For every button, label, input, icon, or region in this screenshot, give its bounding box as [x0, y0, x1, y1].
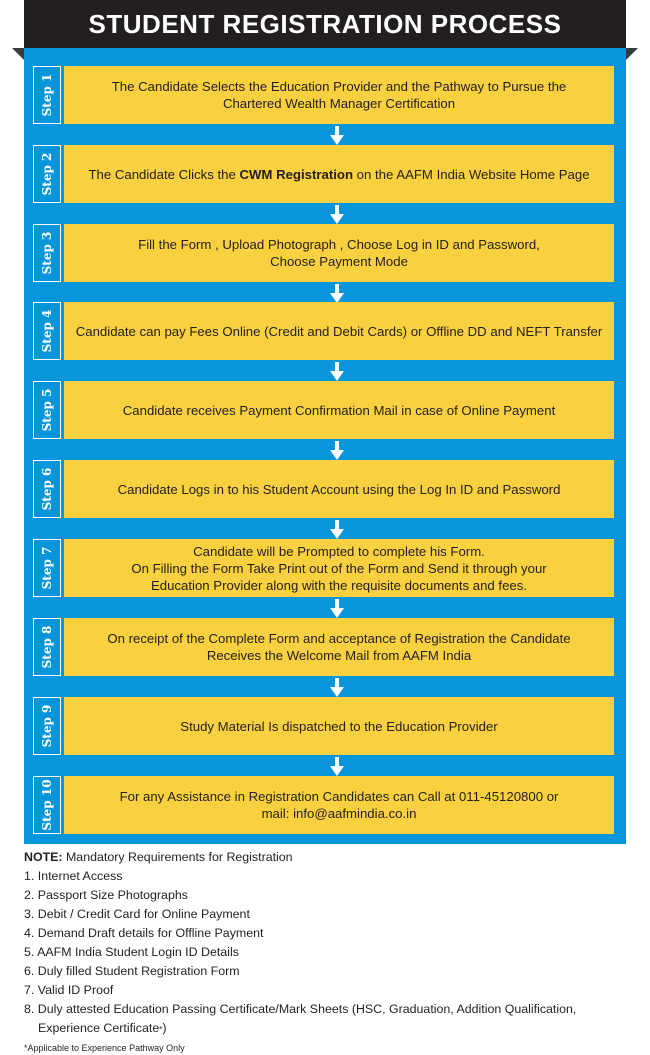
step-tab: Step 9	[33, 697, 61, 755]
flow-arrow-icon	[330, 450, 344, 460]
page-title: STUDENT REGISTRATION PROCESS	[24, 0, 626, 48]
step-text-line: Study Material Is dispatched to the Educ…	[180, 718, 498, 734]
step-text-line: Fill the Form , Upload Photograph , Choo…	[138, 237, 540, 252]
header-fold-left	[12, 48, 24, 60]
flow-arrow-icon	[330, 371, 344, 381]
requirement-close: )	[162, 1021, 167, 1035]
step-text-post: on the AAFM India Website Home Page	[353, 166, 590, 182]
step-box: The Candidate Clicks the CWM Registratio…	[64, 145, 614, 203]
step-text-line: Candidate Logs in to his Student Account…	[117, 481, 561, 497]
flow-arrow-stem	[335, 126, 339, 136]
step-text-bold: CWM Registration	[239, 166, 354, 182]
step-row: Step 3 Fill the Form , Upload Photograph …	[33, 224, 614, 282]
flow-arrow-stem	[335, 284, 339, 294]
step-row: Step 2 The Candidate Clicks the CWM Regis…	[33, 145, 614, 203]
note-label: NOTE:	[24, 850, 63, 864]
step-box: Fill the Form , Upload Photograph , Choo…	[64, 224, 614, 282]
step-box: The Candidate Selects the Education Prov…	[64, 66, 614, 124]
step-tab: Step 7	[33, 539, 61, 597]
flow-arrow-icon	[330, 608, 344, 618]
requirement-cont-text: Experience Certificate	[38, 1021, 160, 1035]
step-tab: Step 6	[33, 460, 61, 518]
requirement-item: 5. AAFM India Student Login ID Details	[24, 945, 239, 959]
flow-arrow-stem	[335, 205, 339, 215]
step-row: Step 1 The Candidate Selects the Educatio…	[33, 66, 614, 124]
step-tab: Step 4	[33, 302, 61, 360]
step-label: Step 10	[40, 779, 54, 831]
step-text-line: Chartered Wealth Manager Certification	[222, 96, 456, 111]
requirement-item: 6. Duly filled Student Registration Form	[24, 964, 240, 978]
flow-arrow-icon	[330, 687, 344, 697]
step-text-line: Candidate will be Prompted to complete h…	[193, 543, 485, 559]
flow-arrow-icon	[330, 214, 344, 224]
footnote: *Applicable to Experience Pathway Only	[24, 1043, 185, 1053]
step-text-line: Choose Payment Mode	[270, 254, 408, 269]
flow-arrow-stem	[335, 441, 339, 451]
step-row: Step 8 On receipt of the Complete Form an…	[33, 618, 614, 676]
step-text-pre: The Candidate Clicks the	[88, 166, 240, 182]
step-label: Step 5	[40, 388, 54, 432]
step-tab: Step 8	[33, 618, 61, 676]
step-text-line: Receives the Welcome Mail from AAFM Indi…	[206, 648, 472, 663]
step-text-line: The Candidate Clicks the CWM Registratio…	[88, 166, 589, 183]
step-label: Step 4	[40, 309, 54, 353]
flow-arrow-stem	[335, 362, 339, 372]
step-text-line: Education Provider along with the requis…	[150, 577, 528, 593]
step-tab: Step 2	[33, 145, 61, 203]
step-label: Step 3	[40, 231, 54, 275]
step-label: Step 7	[40, 546, 54, 590]
step-tab: Step 5	[33, 381, 61, 439]
step-row: Step 10 For any Assistance in Registratio…	[33, 776, 614, 834]
requirement-asterisk: *	[159, 1025, 163, 1034]
step-box: Candidate Logs in to his Student Account…	[64, 460, 614, 518]
header-fold-right	[626, 48, 638, 60]
flow-arrow-stem	[335, 678, 339, 688]
step-tab: Step 3	[33, 224, 61, 282]
note-text: Mandatory Requirements for Registration	[62, 850, 293, 864]
step-row: Step 9 Study Material Is dispatched to th…	[33, 697, 614, 755]
flow-arrow-stem	[335, 520, 339, 530]
step-box: Candidate receives Payment Confirmation …	[64, 381, 614, 439]
flow-arrow-stem	[335, 757, 339, 767]
step-row: Step 4 Candidate can pay Fees Online (Cre…	[33, 302, 614, 360]
requirement-item: 2. Passport Size Photographs	[24, 888, 188, 902]
step-label: Step 8	[40, 625, 54, 669]
requirement-item: 1. Internet Access	[24, 869, 123, 883]
step-box: For any Assistance in Registration Candi…	[64, 776, 614, 834]
requirement-item: 7. Valid ID Proof	[24, 983, 114, 997]
step-row: Step 6 Candidate Logs in to his Student A…	[33, 460, 614, 518]
step-box: Study Material Is dispatched to the Educ…	[64, 697, 614, 755]
requirement-item-continued: Experience Certificate*)	[24, 1019, 634, 1039]
step-box: Candidate can pay Fees Online (Credit an…	[64, 302, 614, 360]
step-text-line: On Filling the Form Take Print out of th…	[131, 560, 547, 576]
step-box: Candidate will be Prompted to complete h…	[64, 539, 614, 597]
notes-section: NOTE: Mandatory Requirements for Registr…	[24, 848, 634, 1055]
requirement-item: 3. Debit / Credit Card for Online Paymen…	[24, 907, 250, 921]
step-row: Step 5 Candidate receives Payment Confirm…	[33, 381, 614, 439]
step-label: Step 2	[40, 152, 54, 196]
step-text-line: Candidate can pay Fees Online (Credit an…	[75, 323, 603, 339]
step-box: On receipt of the Complete Form and acce…	[64, 618, 614, 676]
step-label: Step 1	[40, 73, 54, 117]
step-row: Step 7 Candidate will be Prompted to comp…	[33, 539, 614, 597]
step-text-line: The Candidate Selects the Education Prov…	[111, 79, 567, 94]
step-text-line: For any Assistance in Registration Candi…	[119, 789, 559, 804]
step-tab: Step 10	[33, 776, 61, 834]
step-tab: Step 1	[33, 66, 61, 124]
flow-arrow-icon	[330, 766, 344, 776]
requirement-item: 8. Duly attested Education Passing Certi…	[24, 1002, 577, 1016]
requirement-item: 4. Demand Draft details for Offline Paym…	[24, 926, 264, 940]
flow-arrow-icon	[330, 529, 344, 539]
step-text-line: mail: info@aafmindia.co.in	[261, 806, 417, 821]
step-label: Step 9	[40, 704, 54, 748]
flow-arrow-stem	[335, 599, 339, 609]
step-label: Step 6	[40, 467, 54, 511]
step-text-line: On receipt of the Complete Form and acce…	[107, 631, 571, 646]
step-text-line: Candidate receives Payment Confirmation …	[122, 402, 556, 418]
flow-arrow-icon	[330, 293, 344, 303]
note-heading: NOTE: Mandatory Requirements for Registr…	[24, 848, 634, 867]
flow-arrow-icon	[330, 135, 344, 145]
